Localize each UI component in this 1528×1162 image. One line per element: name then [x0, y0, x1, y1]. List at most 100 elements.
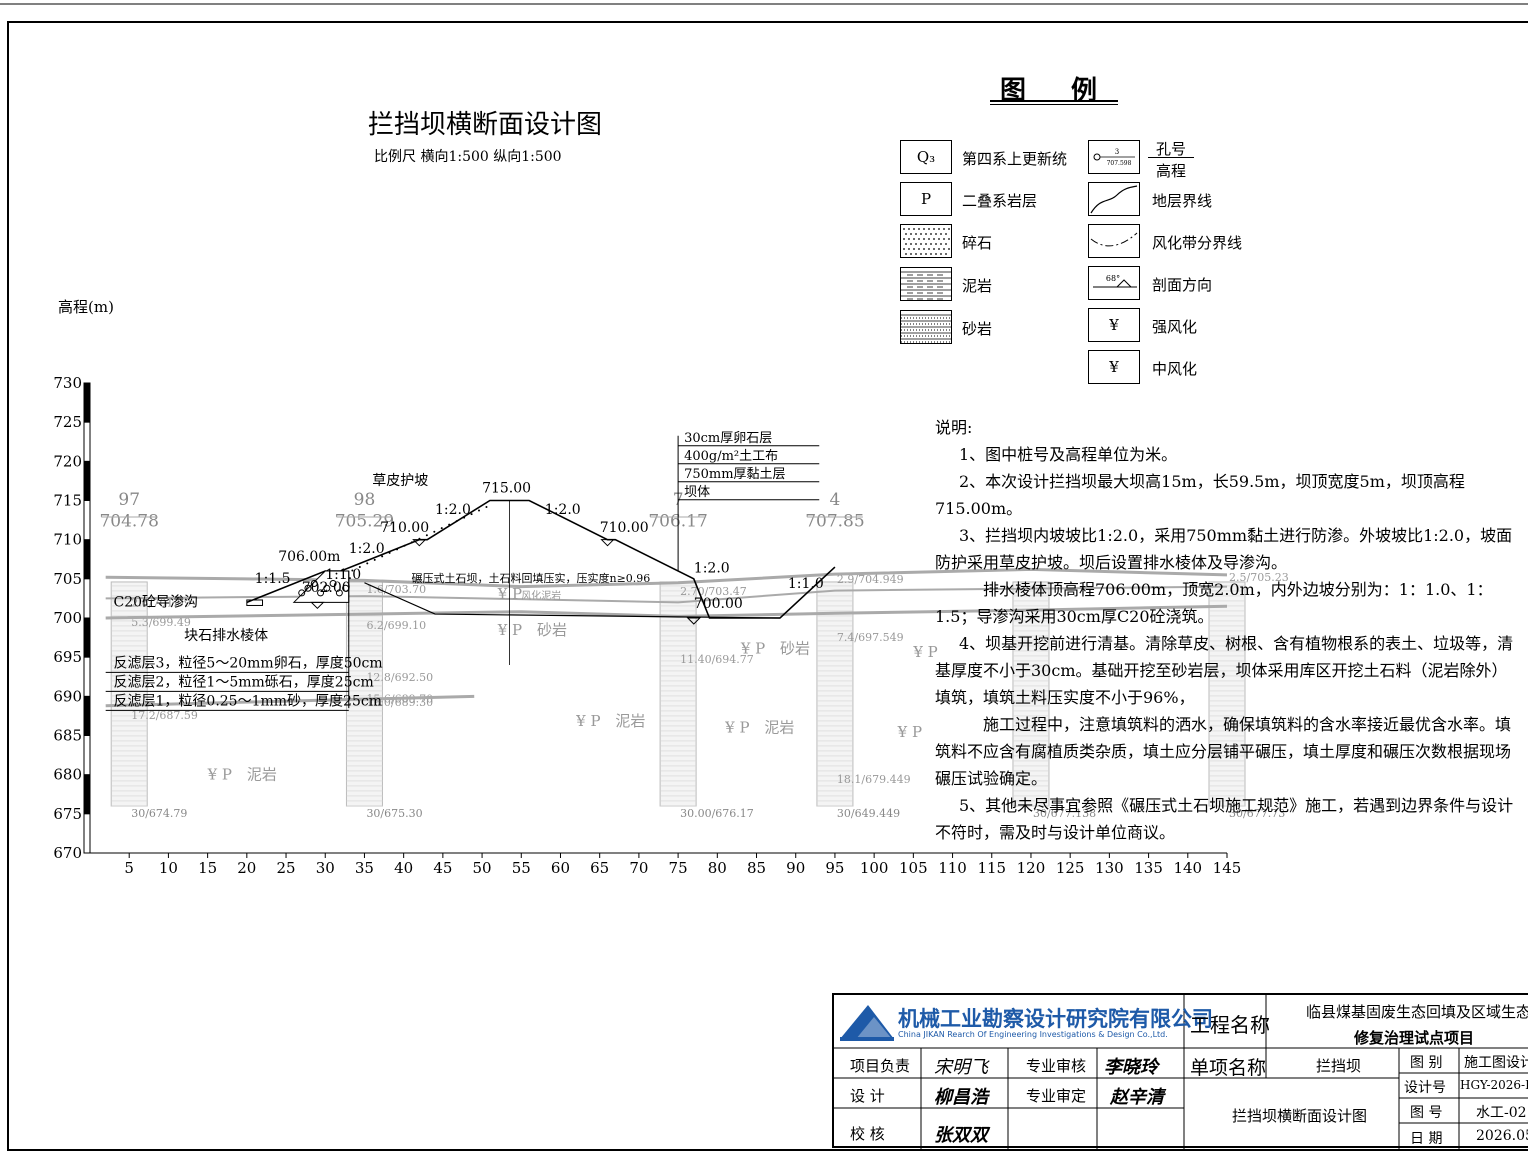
role-project-lead: 项目负责: [850, 1057, 911, 1075]
legend-right-label-2: 地层界线: [1152, 192, 1213, 210]
grass-slope-hatch: [478, 509, 481, 512]
svg-text:707.598: 707.598: [1107, 160, 1132, 167]
dam-annotation: 710.00: [380, 520, 429, 536]
x-tick-label: 65: [590, 859, 609, 877]
legend-label-2: 二叠系岩层: [962, 192, 1038, 210]
grass-slope-hatch: [410, 541, 413, 544]
borehole-bottom-label: 30/649.449: [837, 807, 900, 820]
borehole-layer-label: 2.5/705.23: [1229, 571, 1289, 584]
elevation-marker-icon: [686, 617, 701, 625]
notes-heading: 说明:: [935, 418, 973, 437]
filter-callout-text: 反滤层1，粒径0.25～1mm砂，厚度25cm: [114, 693, 382, 709]
legend-underline: [990, 100, 1118, 102]
x-tick-label: 40: [394, 859, 413, 877]
grass-slope-hatch: [433, 530, 436, 533]
drain-prism-stone: [317, 589, 325, 597]
legend-right-label-4: 剖面方向: [1152, 276, 1213, 294]
note-line-3: 3、拦挡坝内坡坡比1:2.0，采用750mm黏土进行防渗。外坡坡比1:2.0，坡…: [935, 526, 1513, 572]
meta-key-date: 日 期: [1410, 1131, 1443, 1147]
drain-prism-stone: [304, 584, 312, 592]
rock-label: ¥ P: [497, 585, 522, 603]
project-name-line1: 临县煤基固废生态回填及区域生态: [1306, 1003, 1528, 1021]
dam-annotation: 1:2.0: [435, 502, 471, 518]
y-tick-label: 725: [53, 413, 82, 431]
x-tick-label: 20: [237, 859, 256, 877]
borehole-layer-label: 18.1/679.449: [837, 773, 911, 786]
y-axis-scale-frame: [83, 382, 91, 854]
meta-val-date: 2026.05: [1476, 1128, 1528, 1144]
legend-right-label-3: 风化带分界线: [1152, 234, 1243, 252]
svg-text:3: 3: [1115, 148, 1119, 156]
rock-label: ¥ P: [912, 643, 937, 661]
layer-callout-text: 坝体: [684, 485, 710, 500]
x-tick-label: 120: [1017, 859, 1046, 877]
moderate-weathering-icon: ¥: [1088, 350, 1140, 384]
signature-review: 李晓玲: [1104, 1057, 1158, 1078]
y-tick-label: 715: [53, 492, 82, 510]
company-name-cn: 机械工业勘察设计研究院有限公司: [898, 1007, 1213, 1031]
y-tick-label: 675: [53, 805, 82, 823]
dam-annotation: 715.00: [482, 481, 531, 497]
dam-annotation: 草皮护坡: [372, 473, 428, 489]
stratum-boundary-line: [105, 585, 1228, 604]
drawing-scale: 比例尺 横向1:500 纵向1:500: [374, 149, 562, 165]
y-tick-label: 695: [53, 648, 82, 666]
y-axis-scale-bar: [84, 696, 90, 736]
drain-prism-stone: [298, 589, 306, 597]
meta-key-drawing-no: 图 号: [1410, 1105, 1443, 1121]
rock-label: ¥ P: [740, 639, 765, 657]
dam-annotation: 700.00: [694, 596, 743, 612]
grass-slope-hatch: [366, 562, 369, 565]
meta-val-design-no: HGY-2026-HZS-0: [1460, 1078, 1528, 1092]
stratum-boundary-icon: [1088, 182, 1140, 216]
grass-slope-hatch: [381, 555, 384, 558]
x-tick-label: 5: [124, 859, 134, 877]
dam-annotation: 块石排水棱体: [184, 628, 268, 644]
x-tick-label: 95: [825, 859, 844, 877]
filter-callout-text: 反滤层3，粒径5～20mm卵石，厚度50cm: [114, 655, 383, 671]
item-label: 单项名称: [1190, 1057, 1267, 1079]
legend-symbol-1: Q₃: [900, 140, 952, 174]
drawing-name: 拦挡坝横断面设计图: [1232, 1107, 1368, 1125]
note-line-4: 排水棱体顶高程706.00m，顶宽2.0m，内外边坡分别为：1：1.0、1：1.…: [935, 580, 1493, 626]
grass-slope-hatch: [470, 513, 473, 516]
x-tick-label: 140: [1173, 859, 1202, 877]
legend-symbol-3: [900, 224, 952, 258]
x-tick-label: 15: [198, 859, 217, 877]
legend-underline-2: [990, 104, 1118, 105]
y-axis-scale-bar: [84, 383, 90, 423]
borehole-layer-label: 17.2/687.59: [131, 709, 198, 722]
dam-foundation-line: [364, 582, 781, 619]
y-tick-label: 670: [53, 844, 82, 862]
role-designer: 设 计: [850, 1087, 885, 1105]
layer-callout-text: 750mm厚黏土层: [684, 466, 785, 482]
elevation-marker-icon: [412, 539, 427, 547]
item-name: 拦挡坝: [1316, 1057, 1362, 1075]
x-tick-label: 110: [938, 859, 967, 877]
x-tick-label: 60: [551, 859, 570, 877]
grass-slope-hatch: [373, 558, 376, 561]
section-direction-icon: 68°: [1088, 266, 1140, 300]
x-tick-label: 80: [708, 859, 727, 877]
borehole-bottom-label: 30/675.30: [366, 807, 422, 820]
y-tick-label: 730: [53, 374, 82, 392]
legend-symbol-text-1: Q₃: [916, 148, 936, 166]
svg-text:68°: 68°: [1106, 274, 1120, 283]
note-line-7: 5、其他未尽事宜参照《碾压式土石坝施工规范》施工，若遇到边界条件与设计不符时，需…: [935, 796, 1514, 842]
x-tick-label: 125: [1056, 859, 1085, 877]
x-tick-label: 135: [1134, 859, 1163, 877]
dam-annotation: 1:1.5: [255, 571, 291, 587]
grass-slope-hatch: [351, 569, 354, 572]
x-tick-label: 130: [1095, 859, 1124, 877]
filter-callout-text: 反滤层2，粒径1～5mm砾石，厚度25cm: [114, 674, 374, 690]
elevation-marker-icon: [600, 539, 615, 547]
grass-slope-hatch: [396, 548, 399, 551]
dam-annotation: 1:1.0: [325, 567, 361, 583]
borehole-bottom-label: 30/674.79: [131, 807, 187, 820]
legend-hole-divider: [1148, 157, 1194, 158]
ground-surface-line: [105, 567, 1228, 589]
dam-annotation: 702.00: [302, 580, 351, 596]
design-notes: 说明: 1、图中桩号及高程单位为米。 2、本次设计拦挡坝最大坝高15m，长59.…: [935, 414, 1515, 846]
y-tick-label: 690: [53, 687, 82, 705]
